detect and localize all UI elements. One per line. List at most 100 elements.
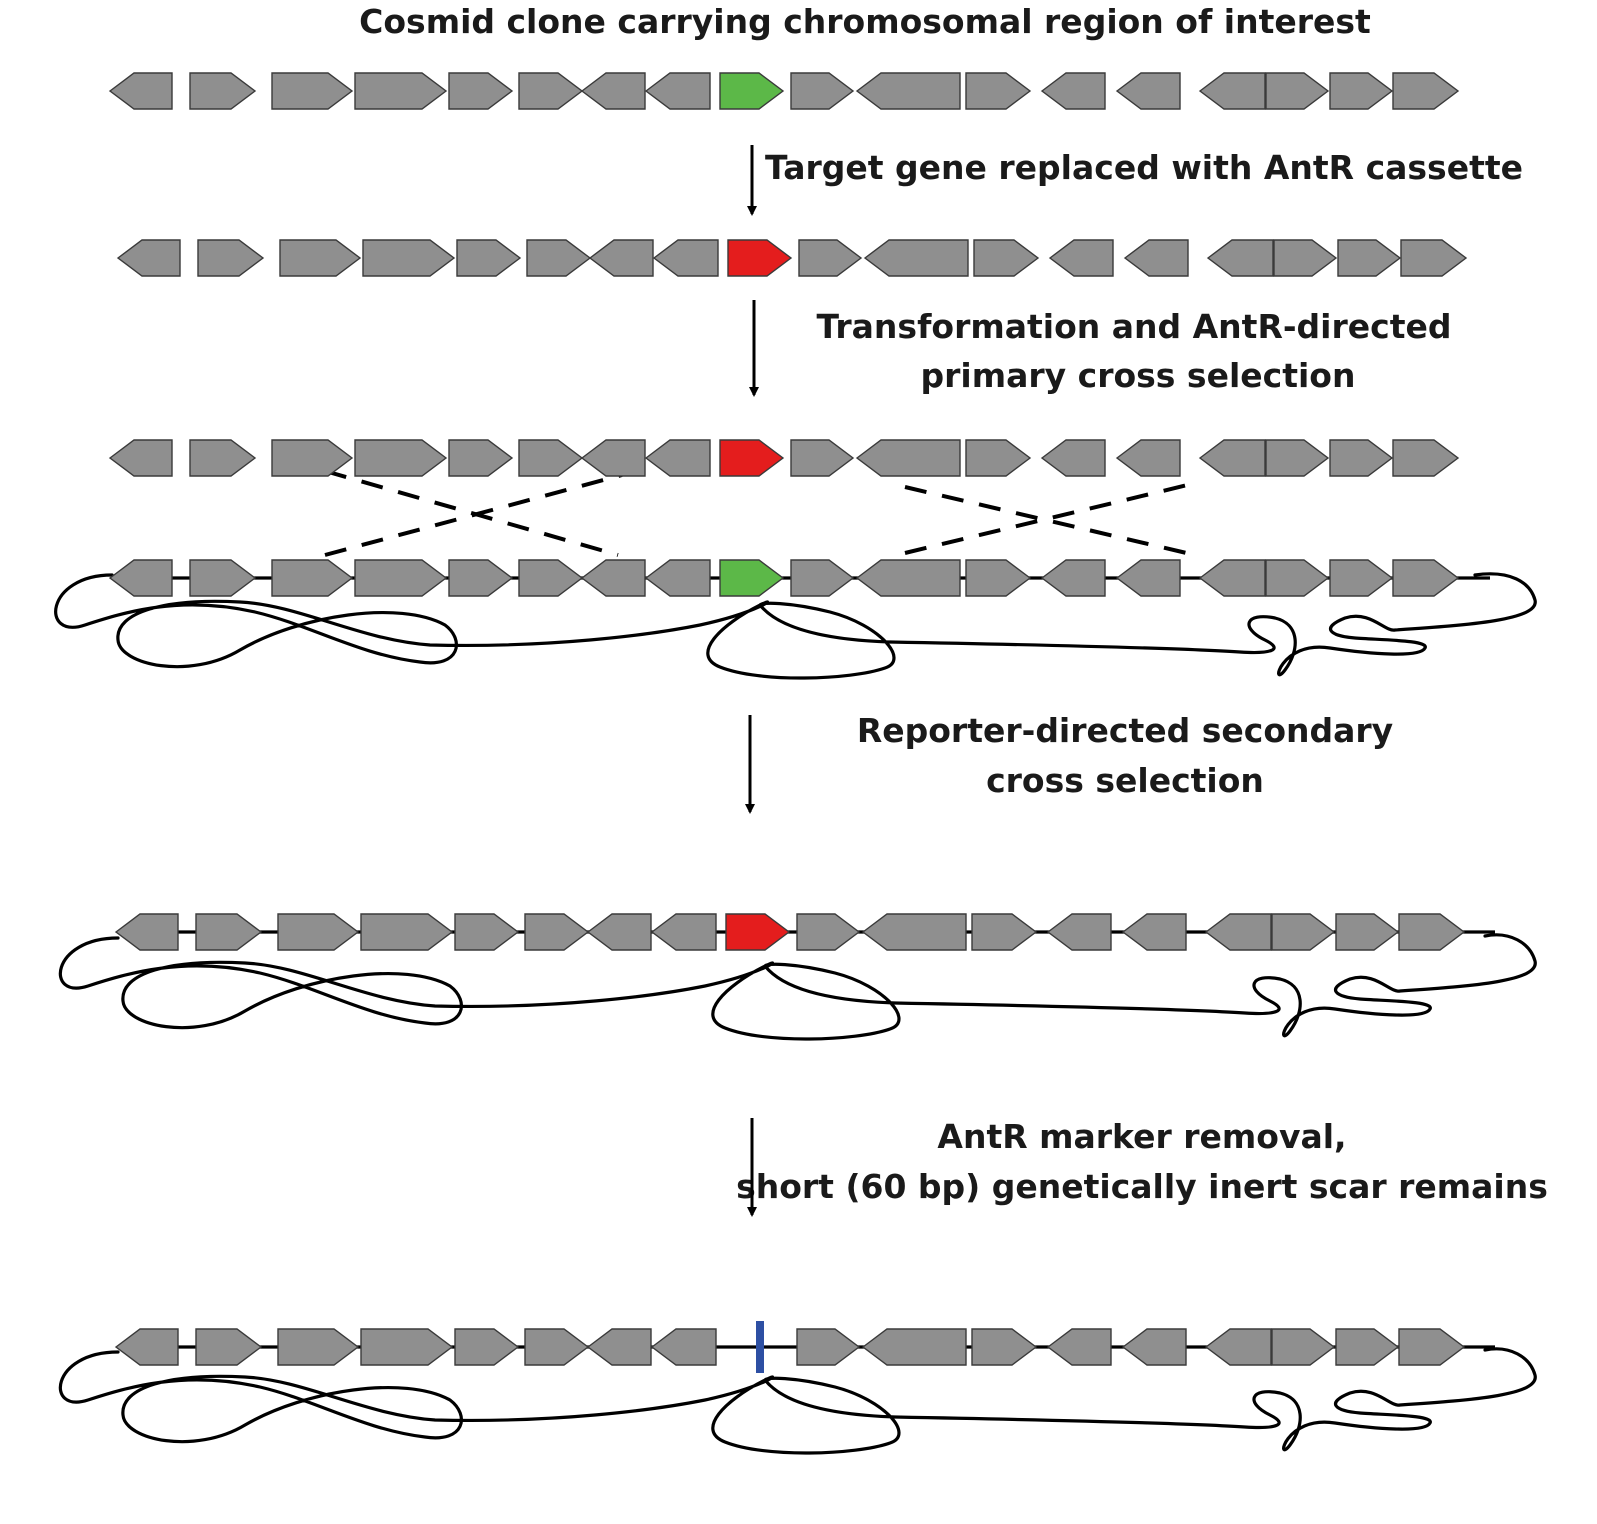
gene-arrow <box>1392 439 1460 477</box>
gene-arrow <box>971 913 1038 951</box>
gene-arrow <box>790 439 855 477</box>
antr-cassette-arrow <box>719 439 785 477</box>
gene-arrow <box>1206 239 1274 277</box>
gene-arrow <box>448 72 514 110</box>
gene-arrow <box>1115 439 1181 477</box>
gene-arrow <box>790 559 855 597</box>
gene-arrow <box>108 439 173 477</box>
crossover-line-right-a <box>904 485 1196 557</box>
gene-arrow <box>1123 239 1189 277</box>
gene-arrow <box>855 439 961 477</box>
gene-arrow <box>1398 1328 1466 1366</box>
gene-arrow <box>524 913 590 951</box>
gene-arrow <box>277 1328 360 1366</box>
gene-arrow <box>518 439 584 477</box>
gene-arrow <box>1115 72 1181 110</box>
step3-label-line2: cross selection <box>986 761 1264 800</box>
title-label: Cosmid clone carrying chromosomal region… <box>359 2 1371 41</box>
gene-arrow <box>1392 559 1460 597</box>
gene-arrow <box>965 559 1032 597</box>
gene-arrow <box>644 439 711 477</box>
gene-row-cell1-cosmid <box>108 439 1460 477</box>
gene-arrow <box>790 72 855 110</box>
gene-arrow <box>189 559 257 597</box>
gene-arrow <box>271 439 354 477</box>
crossover-line-right-b <box>904 480 1201 555</box>
gene-arrow <box>1046 913 1112 951</box>
gene-row-cell3-chromosome <box>114 1321 1466 1373</box>
gene-row-cell1-chromosome <box>108 559 1460 597</box>
gene-arrow <box>1265 439 1330 477</box>
gene-arrow <box>195 913 263 951</box>
gene-arrow <box>965 439 1032 477</box>
gene-arrow <box>855 72 961 110</box>
gene-arrow <box>1335 913 1400 951</box>
gene-arrow <box>189 72 257 110</box>
gene-arrow <box>1265 559 1330 597</box>
gene-arrow <box>518 72 584 110</box>
gene-arrow <box>448 439 514 477</box>
gene-arrow <box>524 1328 590 1366</box>
gene-arrow <box>108 559 173 597</box>
gene-arrow <box>1198 439 1266 477</box>
gene-arrow <box>796 913 861 951</box>
gene-arrow <box>195 1328 263 1366</box>
gene-arrow <box>1271 913 1336 951</box>
gene-arrow <box>1329 439 1394 477</box>
gene-arrow <box>588 239 654 277</box>
gene-arrow <box>1337 239 1402 277</box>
gene-arrow <box>456 239 522 277</box>
gene-arrow <box>526 239 592 277</box>
gene-arrow <box>1115 559 1181 597</box>
gene-arrow <box>650 1328 717 1366</box>
gene-arrow <box>271 72 354 110</box>
gene-arrow <box>354 559 448 597</box>
antr-cassette-arrow <box>725 913 791 951</box>
gene-arrow <box>861 1328 967 1366</box>
gene-arrow <box>1329 72 1394 110</box>
gene-arrow <box>189 439 257 477</box>
target-gene-arrow <box>719 559 785 597</box>
step2-label-line1: Transformation and AntR-directed <box>817 307 1452 346</box>
gene-arrow <box>1329 559 1394 597</box>
gene-arrow <box>1121 1328 1187 1366</box>
gene-arrow <box>354 439 448 477</box>
gene-arrow <box>586 1328 652 1366</box>
gene-arrow <box>114 913 179 951</box>
gene-arrow <box>1040 439 1106 477</box>
gene-arrow <box>279 239 362 277</box>
gene-arrow <box>1040 72 1106 110</box>
gene-arrow <box>1048 239 1114 277</box>
chromosome-loop-primary <box>54 572 1537 680</box>
gene-row-cell2-chromosome <box>114 913 1466 951</box>
gene-arrow <box>518 559 584 597</box>
gene-arrow <box>1204 1328 1272 1366</box>
gene-arrow <box>1335 1328 1400 1366</box>
step4-label-line1: AntR marker removal, <box>937 1117 1346 1156</box>
gene-arrow <box>1121 913 1187 951</box>
target-gene-arrow <box>719 72 785 110</box>
gene-arrow <box>197 239 265 277</box>
gene-arrow <box>114 1328 179 1366</box>
gene-arrow <box>1040 559 1106 597</box>
step1-label: Target gene replaced with AntR cassette <box>765 148 1523 187</box>
gene-arrow <box>971 1328 1038 1366</box>
gene-arrow <box>1392 72 1460 110</box>
gene-arrow <box>454 1328 520 1366</box>
crossover-line-left-b <box>324 473 623 557</box>
gene-arrow <box>644 559 711 597</box>
gene-arrow <box>1271 1328 1336 1366</box>
gene-arrow <box>861 913 967 951</box>
gene-arrow <box>973 239 1040 277</box>
gene-arrow <box>580 439 646 477</box>
gene-arrow <box>271 559 354 597</box>
gene-arrow <box>580 72 646 110</box>
chromosome-loop-final <box>58 1347 1537 1455</box>
gene-arrow <box>360 1328 454 1366</box>
crossover-line-left-a <box>324 469 619 557</box>
gene-arrow <box>1265 72 1330 110</box>
gene-arrow <box>855 559 961 597</box>
gene-arrow <box>454 913 520 951</box>
